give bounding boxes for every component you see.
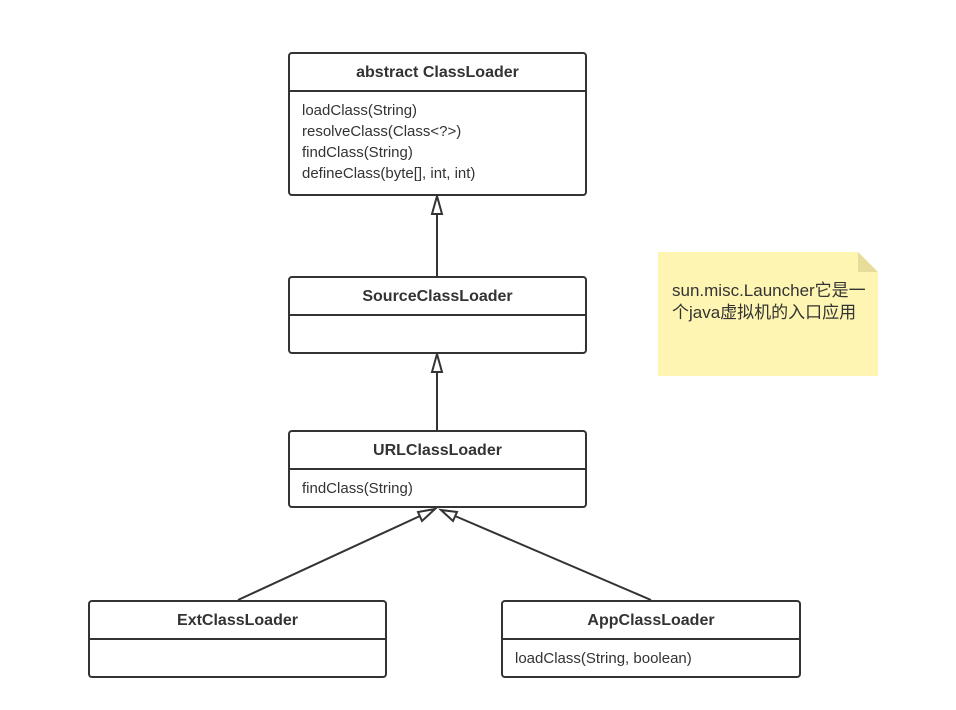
method-list-urlclassloader: findClass(String) — [290, 470, 585, 505]
method-loadclass: loadClass(String) — [302, 102, 418, 119]
inheritance-arrowhead — [438, 508, 459, 523]
class-box-urlclassloader[interactable]: URLClassLoader findClass(String) — [288, 430, 587, 508]
inheritance-arrowhead — [430, 350, 444, 373]
method-list-classloader: loadClass(String) resolveClass(Class<?>)… — [290, 92, 585, 190]
class-box-appclassloader[interactable]: AppClassLoader loadClass(String, boolean… — [501, 600, 801, 678]
method-findclass: findClass(String) — [302, 144, 413, 161]
sticky-note[interactable]: sun.misc.Launcher它是一个java虚拟机的入口应用 — [658, 252, 878, 376]
method-resolveclass: resolveClass(Class<?>) — [302, 123, 462, 140]
edge-sourceclassloader-classloader — [430, 192, 444, 276]
class-name-classloader: abstract ClassLoader — [290, 54, 585, 92]
inheritance-arrowhead — [430, 192, 444, 215]
edge-appclassloader-urlclassloader — [438, 508, 652, 601]
edge-extclassloader-urlclassloader — [237, 507, 439, 601]
class-name-extclassloader: ExtClassLoader — [90, 602, 385, 640]
inheritance-arrowhead — [416, 507, 439, 523]
class-name-sourceclassloader: SourceClassLoader — [290, 278, 585, 316]
class-box-extclassloader[interactable]: ExtClassLoader — [88, 600, 387, 678]
class-name-urlclassloader: URLClassLoader — [290, 432, 585, 470]
class-box-sourceclassloader[interactable]: SourceClassLoader — [288, 276, 587, 354]
method-list-appclassloader: loadClass(String, boolean) — [503, 640, 799, 675]
method-list-sourceclassloader — [290, 316, 585, 330]
method-findclass: findClass(String) — [302, 480, 413, 497]
note-shape — [658, 252, 878, 376]
note-text: sun.misc.Launcher它是一个java虚拟机的入口应用 — [672, 281, 866, 322]
method-defineclass: defineClass(byte[], int, int) — [302, 165, 476, 182]
method-list-extclassloader — [90, 640, 385, 654]
method-loadclass: loadClass(String, boolean) — [515, 650, 692, 667]
edge-urlclassloader-sourceclassloader — [430, 350, 444, 430]
class-name-appclassloader: AppClassLoader — [503, 602, 799, 640]
class-box-classloader[interactable]: abstract ClassLoader loadClass(String) r… — [288, 52, 587, 196]
